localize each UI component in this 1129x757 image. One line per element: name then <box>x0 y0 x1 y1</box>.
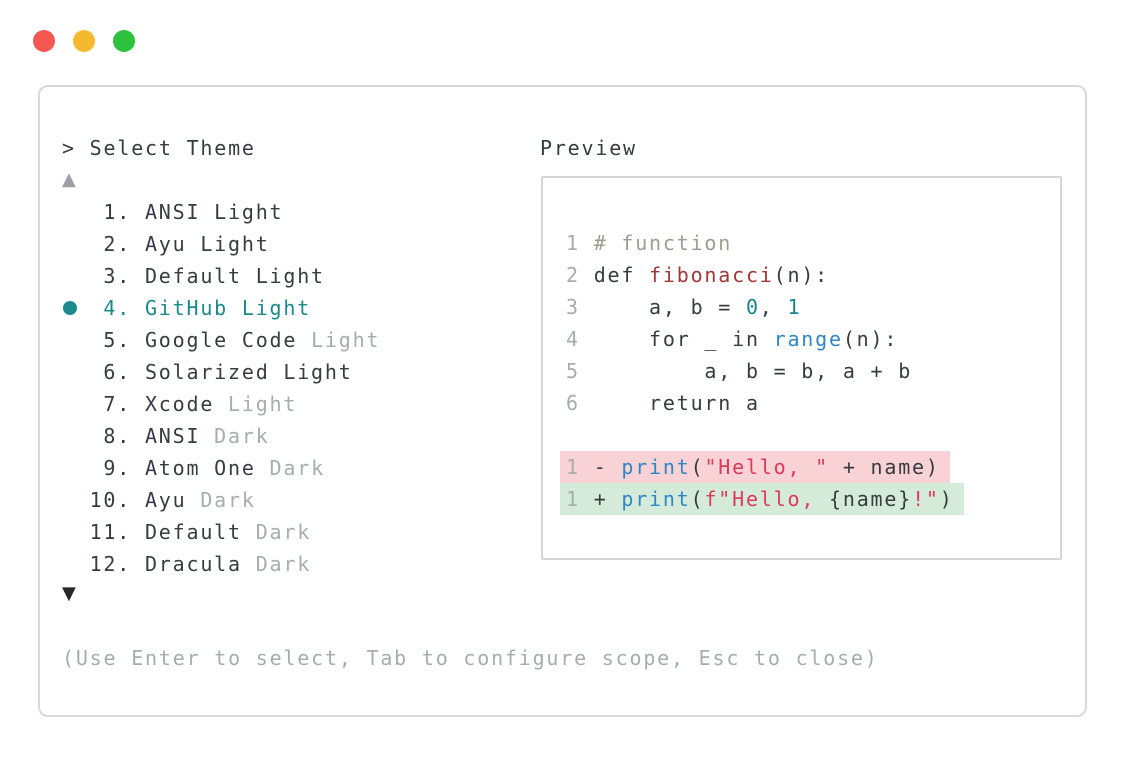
line-number: 1 <box>566 455 594 479</box>
command-prompt: > Select Theme <box>62 136 256 160</box>
theme-item-name: Default Light <box>144 264 325 288</box>
line-number: 4 <box>566 327 594 351</box>
code-token: (n): <box>842 327 899 351</box>
theme-list-item[interactable]: 1. ANSI Light <box>62 196 380 228</box>
code-token: return a <box>593 391 760 415</box>
theme-item-variant: Dark <box>241 552 312 576</box>
hint-text: (Use Enter to select, Tab to configure s… <box>62 646 879 670</box>
code-line: 5 a, b = b, a + b <box>566 355 912 387</box>
code-token: "Hello, " <box>704 455 830 479</box>
theme-item-number: 5. <box>89 328 145 352</box>
theme-item-variant: Light <box>214 392 298 416</box>
minimize-button[interactable] <box>73 30 95 52</box>
line-number: 5 <box>566 359 594 383</box>
theme-item-variant: Light <box>297 328 381 352</box>
theme-item-name: Solarized Light <box>144 360 353 384</box>
theme-item-name: GitHub Light <box>144 296 312 320</box>
code-token: print <box>621 455 691 479</box>
theme-item-name: Ayu <box>144 488 187 512</box>
diff-removed-line: 1 - print("Hello, " + name) <box>560 451 950 483</box>
code-line: 3 a, b = 0, 1 <box>566 291 801 323</box>
code-token: 0 <box>745 295 760 319</box>
code-token: # function <box>593 231 733 255</box>
theme-item-name: ANSI <box>144 424 201 448</box>
theme-list-item[interactable]: 6. Solarized Light <box>62 356 380 388</box>
theme-item-number: 8. <box>89 424 145 448</box>
theme-item-name: Dracula <box>144 552 242 576</box>
theme-item-number: 7. <box>89 392 145 416</box>
code-token: {name} <box>829 487 913 511</box>
code-token: f"Hello, <box>704 487 830 511</box>
code-token: print <box>621 487 691 511</box>
theme-item-number: 9. <box>89 456 145 480</box>
diff-added-line: 1 + print(f"Hello, {name}!") <box>560 483 964 515</box>
code-token: for _ in <box>593 327 774 351</box>
selected-bullet-icon <box>63 301 77 315</box>
theme-list: 1. ANSI Light 2. Ayu Light 3. Default Li… <box>62 196 380 580</box>
code-token: - <box>593 455 622 479</box>
code-line: 6 return a <box>566 387 760 419</box>
code-token: + name) <box>829 455 940 479</box>
code-token: ) <box>939 487 954 511</box>
close-button[interactable] <box>33 30 55 52</box>
theme-picker-panel: > Select Theme Preview ▲ 1. ANSI Light 2… <box>38 85 1087 717</box>
theme-list-item[interactable]: 7. Xcode Light <box>62 388 380 420</box>
theme-item-variant: Dark <box>200 424 270 448</box>
preview-label: Preview <box>540 136 637 160</box>
theme-item-name: ANSI Light <box>144 200 284 224</box>
line-number: 2 <box>566 263 594 287</box>
code-token: + <box>593 487 622 511</box>
theme-list-item[interactable]: 4. GitHub Light <box>62 292 380 324</box>
line-number: 3 <box>566 295 594 319</box>
line-number: 1 <box>566 231 594 255</box>
theme-item-variant: Dark <box>186 488 256 512</box>
theme-item-name: Google Code <box>144 328 298 352</box>
code-line: 2 def fibonacci(n): <box>566 259 829 291</box>
code-token: , <box>759 295 788 319</box>
theme-list-item[interactable]: 9. Atom One Dark <box>62 452 380 484</box>
scroll-up-indicator[interactable]: ▲ <box>62 169 76 190</box>
line-number: 6 <box>566 391 594 415</box>
code-token: def <box>593 263 650 287</box>
code-token: a, b = <box>593 295 746 319</box>
theme-item-name: Ayu Light <box>144 232 270 256</box>
code-token: a, b = b, a + b <box>593 359 913 383</box>
theme-item-variant: Dark <box>255 456 325 480</box>
theme-item-name: Xcode <box>144 392 215 416</box>
code-token: (n): <box>773 263 830 287</box>
theme-item-number: 10. <box>89 488 145 512</box>
theme-item-number: 11. <box>89 520 145 544</box>
code-token: ( <box>690 487 705 511</box>
code-line: 4 for _ in range(n): <box>566 323 898 355</box>
theme-item-number: 1. <box>89 200 145 224</box>
code-token: ( <box>690 455 705 479</box>
code-token: 1 <box>787 295 802 319</box>
theme-list-item[interactable]: 10. Ayu Dark <box>62 484 380 516</box>
code-token: range <box>773 327 843 351</box>
theme-item-number: 12. <box>89 552 145 576</box>
theme-list-item[interactable]: 5. Google Code Light <box>62 324 380 356</box>
theme-item-number: 4. <box>89 296 145 320</box>
theme-list-item[interactable]: 11. Default Dark <box>62 516 380 548</box>
traffic-lights <box>33 30 135 52</box>
code-token: !" <box>912 487 940 511</box>
theme-list-item[interactable]: 12. Dracula Dark <box>62 548 380 580</box>
theme-list-item[interactable]: 8. ANSI Dark <box>62 420 380 452</box>
scroll-down-indicator[interactable]: ▼ <box>62 583 76 604</box>
theme-list-item[interactable]: 3. Default Light <box>62 260 380 292</box>
code-line: 1 # function <box>566 227 732 259</box>
code-token: fibonacci <box>649 263 774 287</box>
line-number: 1 <box>566 487 594 511</box>
theme-item-variant: Dark <box>241 520 312 544</box>
theme-item-number: 6. <box>89 360 145 384</box>
theme-item-name: Default <box>144 520 242 544</box>
theme-list-item[interactable]: 2. Ayu Light <box>62 228 380 260</box>
theme-item-number: 3. <box>89 264 145 288</box>
theme-item-name: Atom One <box>144 456 256 480</box>
zoom-button[interactable] <box>113 30 135 52</box>
theme-item-number: 2. <box>89 232 145 256</box>
